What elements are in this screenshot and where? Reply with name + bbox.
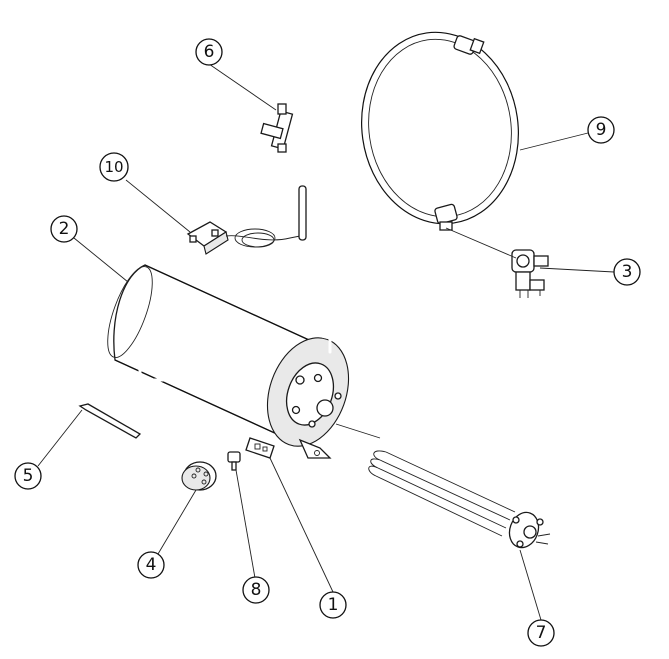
leader-7 bbox=[519, 549, 542, 621]
callout-5: 5 bbox=[14, 462, 42, 490]
callout-6-label: 6 bbox=[204, 42, 215, 62]
leader-tank-to-element bbox=[335, 423, 381, 439]
callout-7-label: 7 bbox=[536, 623, 547, 643]
part-valve bbox=[511, 249, 549, 298]
callout-3-label: 3 bbox=[622, 262, 633, 282]
leader-lines bbox=[37, 63, 615, 621]
leader-2 bbox=[73, 237, 129, 283]
callout-2-label: 2 bbox=[59, 219, 70, 239]
callout-2: 2 bbox=[50, 215, 78, 243]
part-heating-element bbox=[368, 450, 551, 549]
callout-1-label: 1 bbox=[328, 595, 339, 615]
part-knob bbox=[181, 461, 217, 491]
callout-4: 4 bbox=[137, 551, 165, 579]
callout-10-label: 10 bbox=[104, 158, 123, 176]
leader-3 bbox=[539, 267, 615, 273]
callout-9: 9 bbox=[587, 116, 615, 144]
part-tank bbox=[107, 264, 350, 459]
callout-7: 7 bbox=[527, 619, 555, 647]
part-wrench bbox=[78, 403, 142, 439]
part-thermostat bbox=[186, 185, 307, 255]
callout-5-label: 5 bbox=[23, 466, 34, 486]
callout-4-label: 4 bbox=[146, 555, 157, 575]
leader-4 bbox=[157, 489, 197, 555]
callout-1: 1 bbox=[319, 591, 347, 619]
part-plate bbox=[245, 437, 275, 459]
leader-8 bbox=[235, 469, 256, 579]
callout-8: 8 bbox=[242, 576, 270, 604]
callout-9-label: 9 bbox=[596, 120, 607, 140]
leader-5 bbox=[37, 409, 83, 467]
leader-hose-to-valve bbox=[445, 227, 517, 259]
leader-10 bbox=[125, 179, 191, 233]
leader-9 bbox=[519, 129, 601, 151]
leader-1 bbox=[269, 457, 334, 593]
callout-10: 10 bbox=[99, 152, 129, 182]
callout-8-label: 8 bbox=[251, 580, 262, 600]
leader-6 bbox=[208, 63, 277, 111]
part-pin bbox=[227, 451, 241, 471]
callout-3: 3 bbox=[613, 258, 641, 286]
part-hose-loop bbox=[361, 31, 519, 231]
callout-6: 6 bbox=[195, 38, 223, 66]
part-t-fitting bbox=[260, 103, 294, 153]
